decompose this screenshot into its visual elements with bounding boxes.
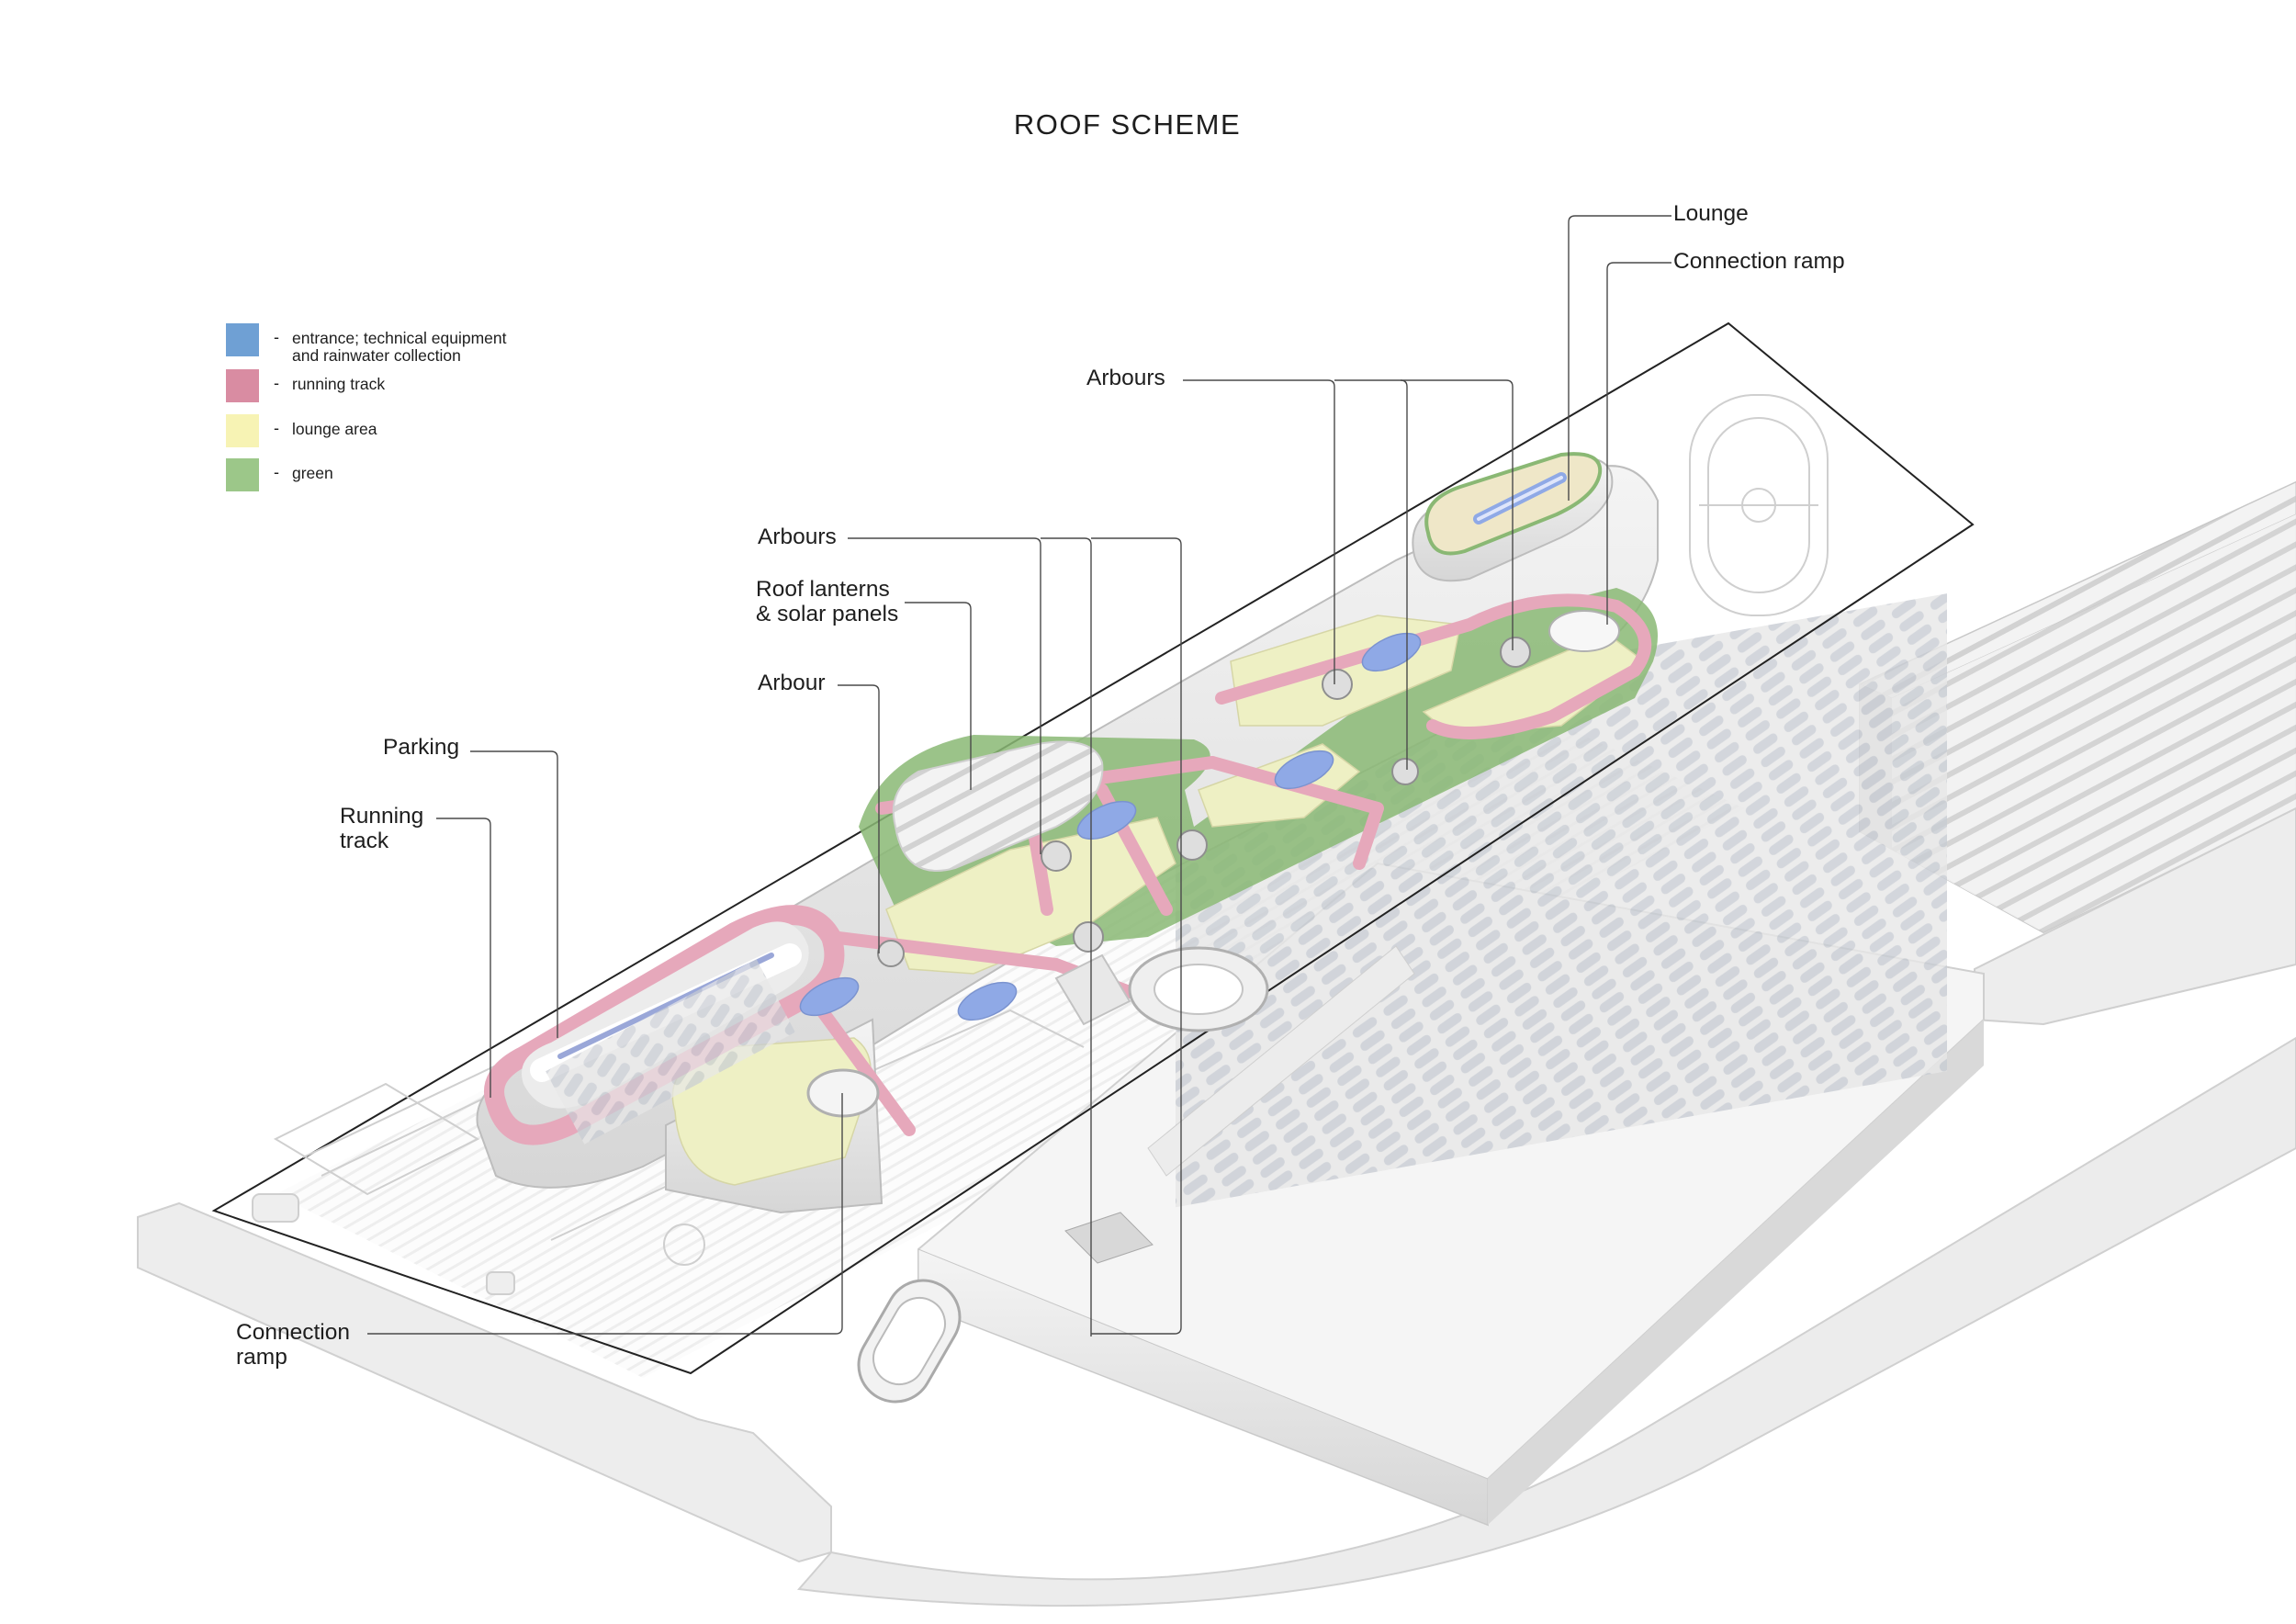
legend-dash: -: [274, 374, 279, 392]
legend-dash: -: [274, 463, 279, 481]
roof-parking: [522, 921, 809, 1145]
diagram-title: ROOF SCHEME: [1013, 108, 1242, 141]
bottom-ramp: [857, 1279, 962, 1404]
leader-lines: [367, 215, 1671, 1336]
callout-lounge: Lounge: [1673, 201, 1749, 226]
connection-bridge: [1054, 953, 1131, 1026]
legend-item-green: - green: [226, 458, 869, 495]
callout-roof-lanterns: Roof lanterns & solar panels: [756, 577, 899, 626]
callout-arbour: Arbour: [758, 671, 826, 695]
legend-dash: -: [274, 419, 279, 437]
callout-arbours-top: Arbours: [1086, 366, 1165, 390]
site-boundary: [211, 321, 1975, 1375]
road-curve: [797, 1036, 2296, 1607]
callout-connection-ramp-bottom: Connection ramp: [236, 1320, 350, 1370]
legend-label-green: green: [292, 464, 333, 482]
legend-label-entrance: entrance; technical equipment and rainwa…: [292, 329, 507, 365]
legend-item-entrance: - entrance; technical equipment and rain…: [226, 323, 869, 365]
legend-dash: -: [274, 328, 279, 346]
roof-lanterns-solar: [892, 740, 1104, 872]
callout-arbours-mid: Arbours: [758, 524, 837, 549]
legend-label-lounge-area: lounge area: [292, 420, 377, 438]
arbours: [877, 637, 1531, 967]
legend-item-lounge-area: - lounge area: [226, 414, 869, 451]
legend-swatch-green: [226, 458, 259, 491]
legend-swatch-yellow: [226, 414, 259, 447]
legend-swatch-blue: [226, 323, 259, 356]
callout-connection-ramp-top: Connection ramp: [1673, 249, 1845, 274]
legend-swatch-pink: [226, 369, 259, 402]
legend-label-running-track: running track: [292, 375, 386, 393]
entrances: [799, 632, 1422, 1021]
circular-ramps: [806, 610, 1620, 1118]
callout-parking: Parking: [383, 735, 460, 760]
legend-item-running-track: - running track: [226, 369, 869, 406]
callout-running-track: Running track: [340, 804, 424, 853]
site-road: [137, 1201, 832, 1563]
